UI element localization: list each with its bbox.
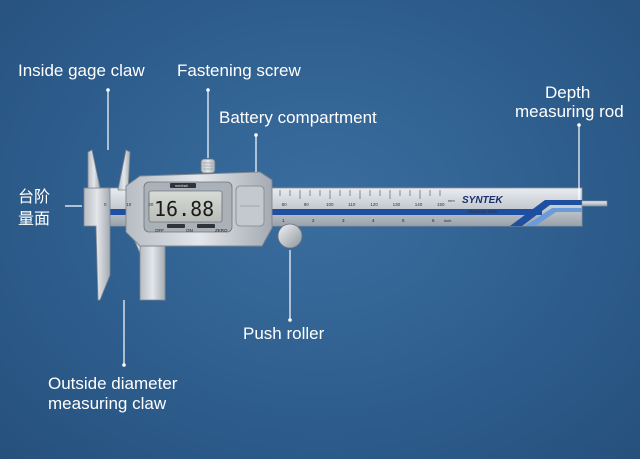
lcd-screen [148, 190, 223, 223]
zero-label: ZERO [215, 228, 228, 233]
depth-rod [581, 200, 608, 207]
scale-number: 0 [104, 202, 107, 207]
label-battery-compartment: Battery compartment [219, 108, 377, 127]
label-depth-rod-line2: measuring rod [515, 102, 624, 121]
on-label: ON [186, 228, 193, 233]
fixed-jaw [83, 187, 111, 301]
inch-number: 2 [312, 218, 315, 223]
label-step-measure-line1: 台阶 [18, 187, 51, 206]
inch-number: 5 [402, 218, 405, 223]
off-label: OFF [155, 228, 164, 233]
inch-number: 4 [372, 218, 375, 223]
scale-number: 20 [148, 202, 154, 207]
scale-number: 10 [126, 202, 132, 207]
inside-claw-moving [117, 149, 131, 191]
leader-lines [65, 90, 580, 365]
label-depth-rod-line1: Depth [545, 83, 591, 102]
scale-number: 140 [415, 202, 423, 207]
label-outside-claw-line2: measuring claw [48, 394, 167, 413]
scale-number: 80 [282, 202, 288, 207]
on-off-button [167, 224, 185, 228]
lcd-reading: 16.88 [154, 197, 214, 221]
scale-number: 90 [304, 202, 310, 207]
leader-endpoints [106, 88, 581, 367]
brand-text: SYNTEK [462, 195, 503, 206]
inch-unit-label: inch [444, 218, 451, 223]
label-step-measure-line2: 量面 [18, 209, 51, 228]
mm-inch-button [170, 183, 196, 188]
scale-stripe [92, 209, 542, 215]
label-inside-gage-claw: Inside gage claw [18, 61, 145, 80]
scale-number: 100 [326, 202, 334, 207]
mm-unit-label: mm [448, 198, 455, 203]
inch-number: 6 [432, 218, 435, 223]
scale-number: 110 [348, 202, 356, 207]
label-outside-claw-line1: Outside diameter [48, 374, 178, 393]
mm-inch-label: mm/inch [175, 184, 188, 188]
push-roller [277, 223, 303, 249]
label-push-roller: Push roller [243, 324, 325, 343]
brand-swoosh [510, 200, 582, 226]
inch-number: 3 [342, 218, 345, 223]
scale-ticks [269, 190, 441, 199]
label-fastening-screw: Fastening screw [177, 61, 301, 80]
inch-number: 1 [282, 218, 285, 223]
zero-button [197, 224, 215, 228]
steel-text: Stainless Steel [468, 209, 498, 214]
scale-number: 150 [437, 202, 445, 207]
scale-number: 120 [370, 202, 378, 207]
scale-number: 130 [393, 202, 401, 207]
inside-claw-fixed [87, 149, 101, 189]
